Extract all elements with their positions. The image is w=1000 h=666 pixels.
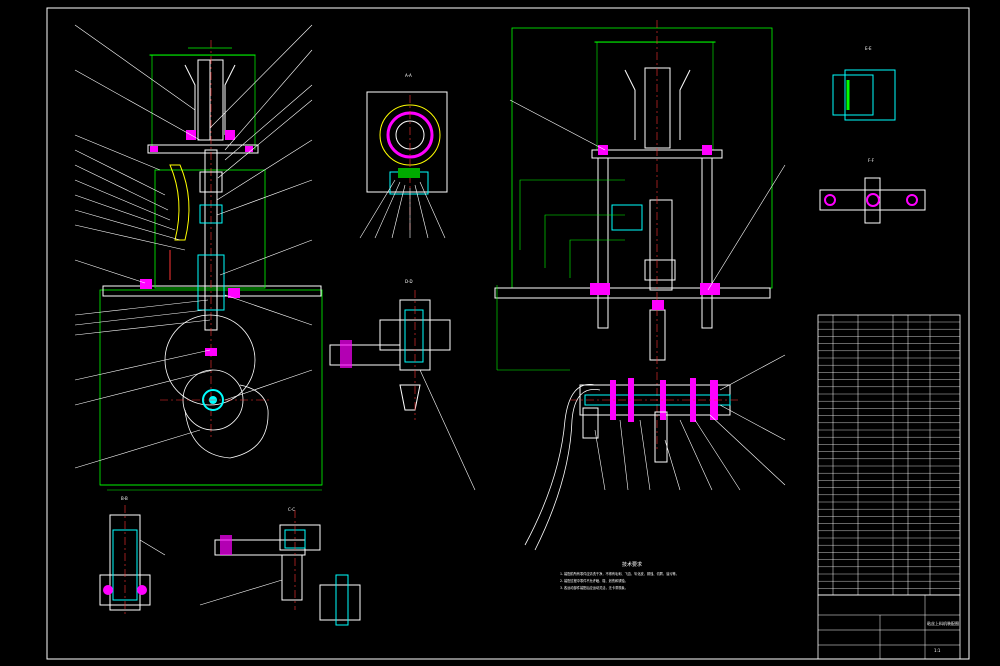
section-view-bottom-middle	[199, 510, 361, 626]
section-label-d: D-D	[405, 279, 413, 284]
detail-view-right-top	[832, 69, 896, 121]
section-label-b: B-B	[121, 496, 128, 501]
scale-value: 1:1	[934, 648, 941, 653]
title-block	[817, 594, 961, 660]
drawing-border	[46, 7, 970, 660]
section-view-bottom-left	[99, 505, 166, 615]
section-view-top-center	[359, 91, 448, 239]
drawing-name: 粘丝上料机装配图	[927, 620, 959, 626]
section-view-mid-center	[329, 290, 476, 491]
parts-list-table	[817, 314, 961, 596]
section-label-c: C-C	[288, 507, 295, 512]
tech-req-line-1: 1. 装配前所有零件应清洗干净，不得有毛刺、飞边、氧化皮、锈蚀、切屑、油污等。	[560, 571, 679, 576]
detail-view-right-mid	[819, 177, 926, 224]
main-side-view	[494, 20, 786, 551]
main-front-view	[74, 24, 323, 491]
section-label-f: F-F	[868, 158, 875, 163]
tech-req-line-3: 3. 各运动部件装配后应运动灵活，无卡滞现象。	[560, 585, 628, 590]
tech-req-line-2: 2. 装配过程中零件不允许磕、碰、划伤和锈蚀。	[560, 578, 628, 583]
section-label-e: E-E	[865, 46, 872, 51]
tech-req-title: 技术要求	[622, 561, 642, 568]
technical-requirements: 技术要求 1. 装配前所有零件应清洗干净，不得有毛刺、飞边、氧化皮、锈蚀、切屑、…	[560, 561, 679, 590]
section-label-a: A-A	[405, 73, 412, 78]
